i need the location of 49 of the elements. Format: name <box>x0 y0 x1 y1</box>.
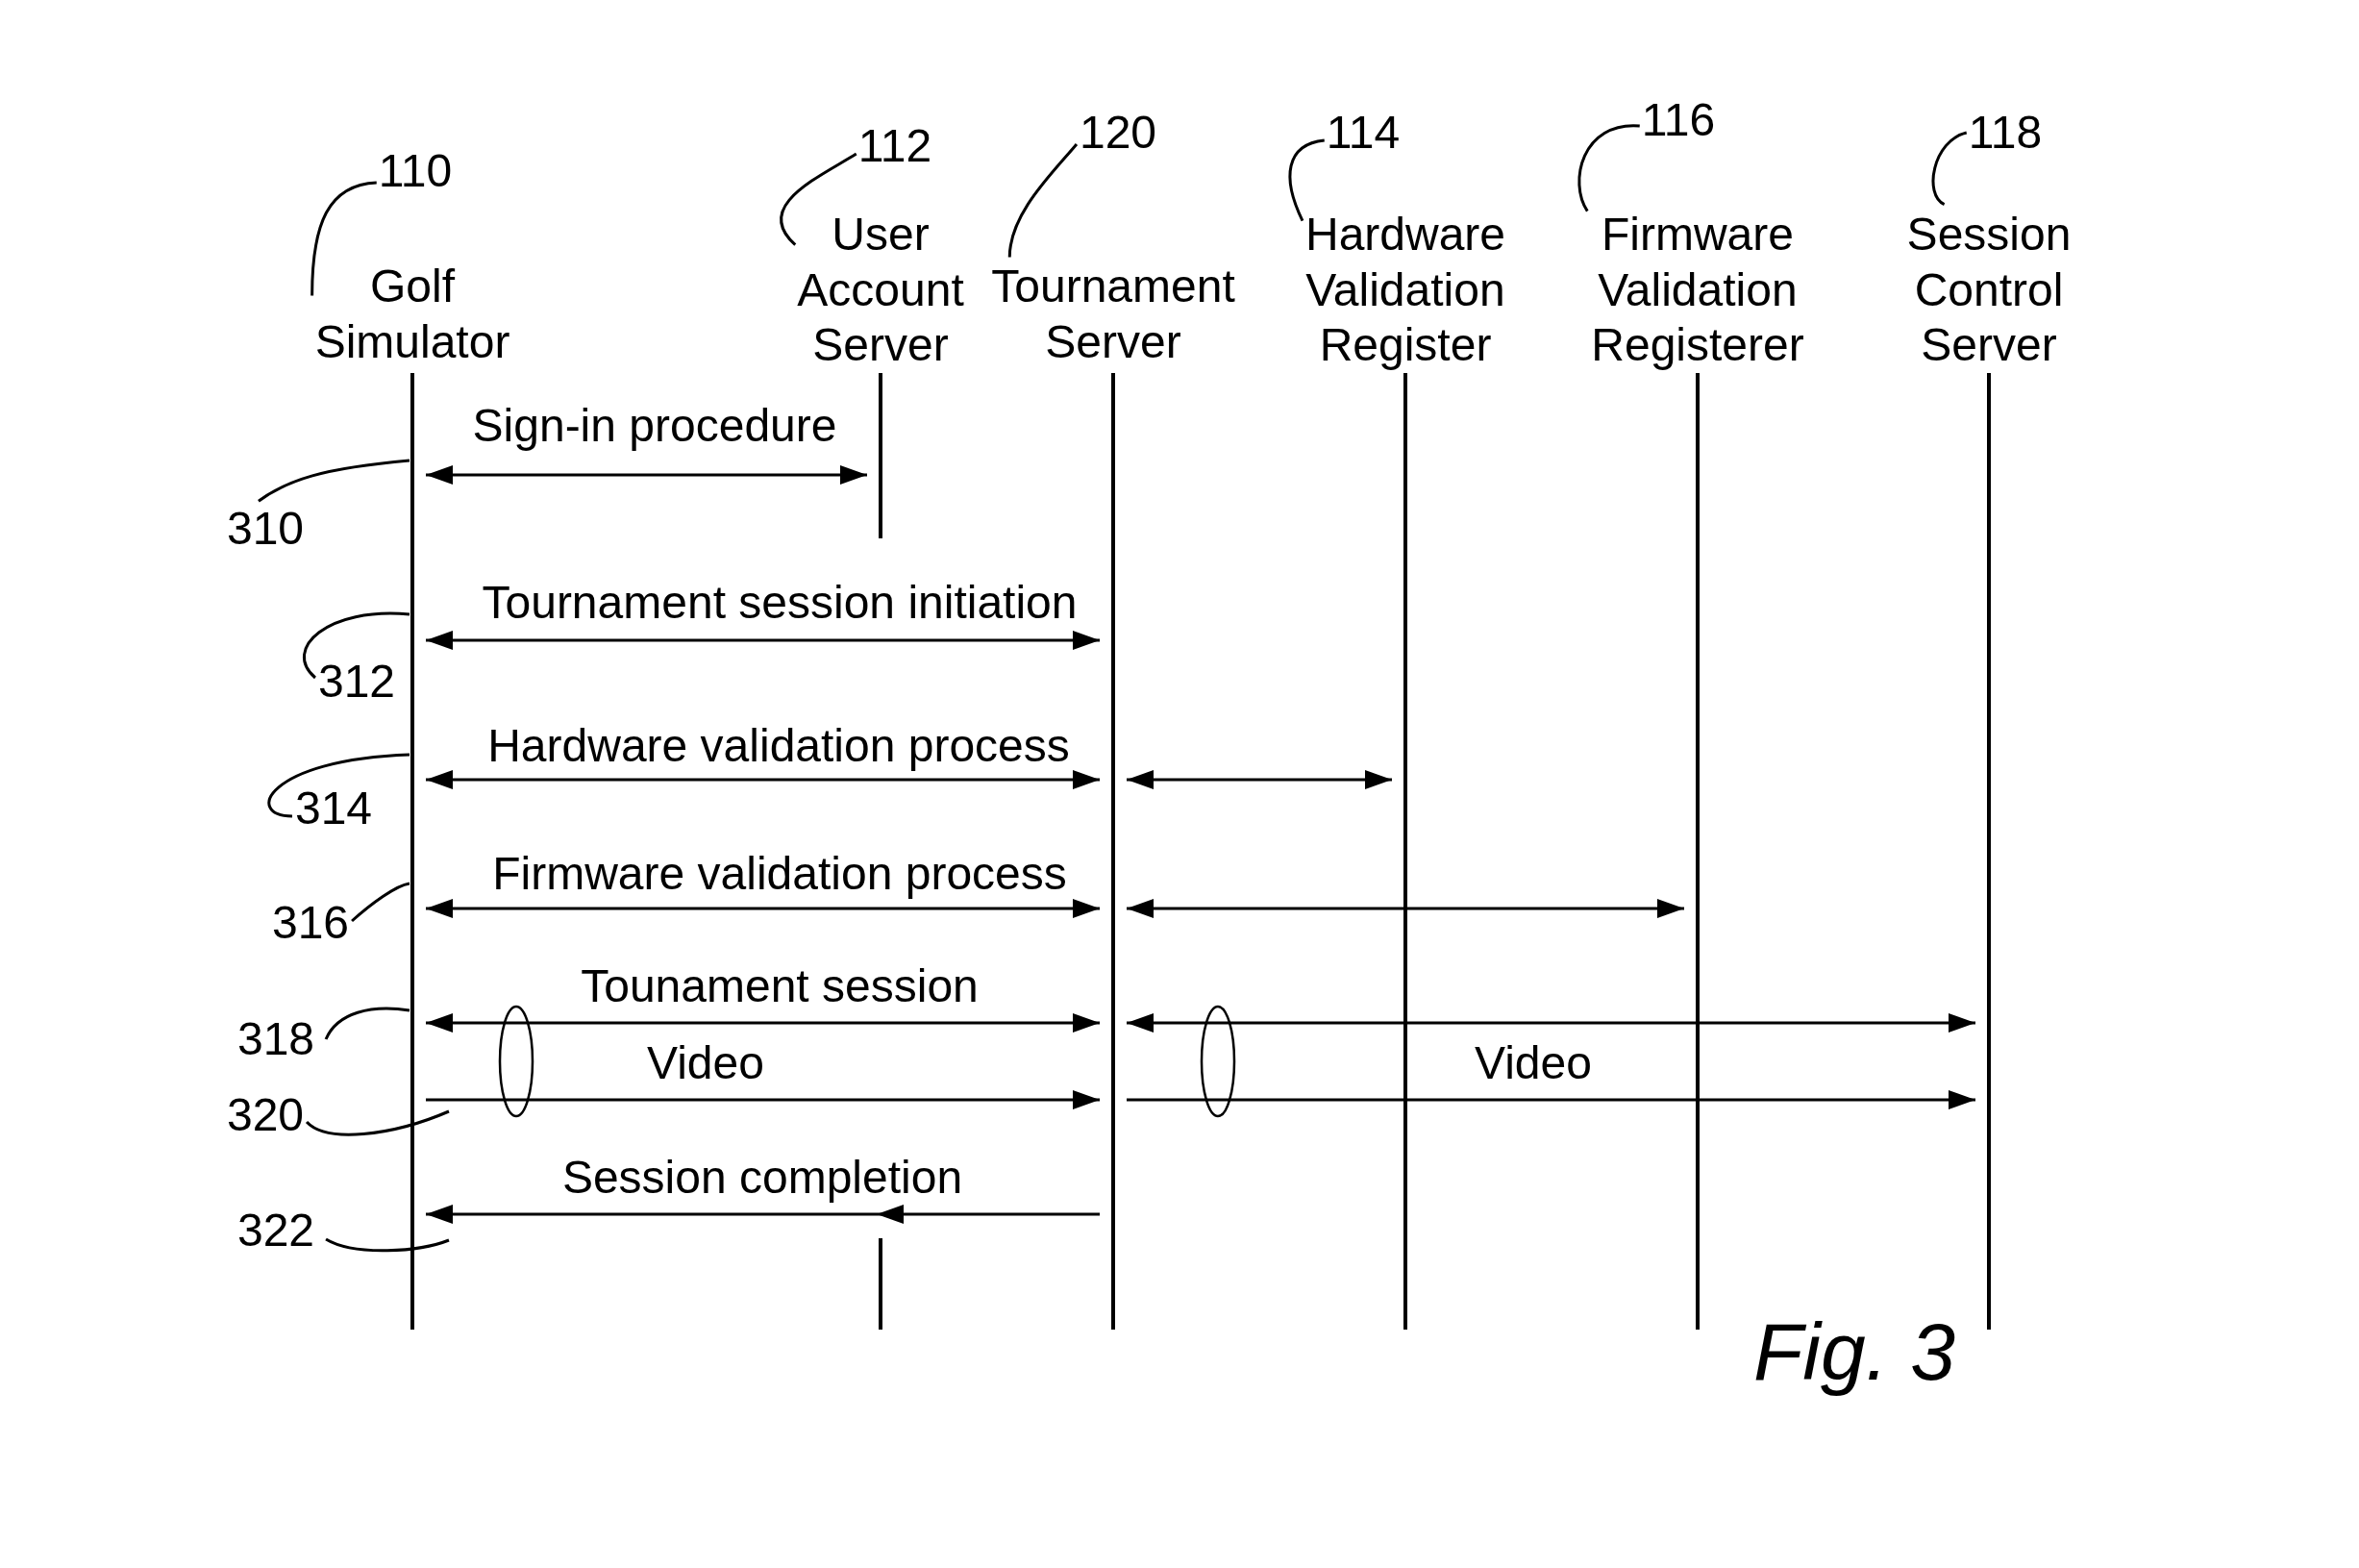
participant-label: Hardware Validation Register <box>1304 206 1506 373</box>
message-arrow <box>426 770 1100 789</box>
participant-label: Tournament Server <box>991 259 1235 370</box>
message-arrow <box>1127 1090 1975 1109</box>
reference-numeral: 114 <box>1326 105 1401 161</box>
reference-numeral: 314 <box>294 781 373 836</box>
figure-caption: Fig. 3 <box>1752 1305 1956 1399</box>
leader-line <box>1007 143 1079 258</box>
leader-line <box>324 1007 410 1040</box>
participant-label: Session Control Server <box>1906 206 2072 373</box>
reference-numeral: 116 <box>1641 92 1716 148</box>
reference-numeral: 312 <box>317 654 396 709</box>
message-arrow <box>426 1090 1100 1109</box>
leader-line <box>351 882 410 923</box>
leader-line <box>303 611 410 679</box>
reference-numeral: 318 <box>236 1011 315 1067</box>
leader-line <box>780 152 857 246</box>
message-arrow <box>426 899 1100 918</box>
lifeline <box>879 373 882 538</box>
reference-numeral: 310 <box>226 501 305 557</box>
message-arrow <box>426 465 867 485</box>
participant-label: Golf Simulator <box>314 259 510 370</box>
reference-numeral: 118 <box>1968 105 2043 161</box>
participant-label: Firmware Validation Registerer <box>1591 206 1804 373</box>
lifeline <box>1696 373 1700 1330</box>
participant-label: User Account Server <box>797 206 964 373</box>
leader-line <box>258 459 410 503</box>
reference-numeral: 120 <box>1079 105 1157 161</box>
reference-numeral: 316 <box>271 895 350 951</box>
leader-line <box>1577 124 1640 212</box>
leader-line <box>267 753 410 818</box>
message-arrow <box>1127 899 1684 918</box>
leader-line <box>325 1237 450 1253</box>
message-arrow <box>426 631 1100 650</box>
reference-numeral: 322 <box>236 1203 315 1258</box>
lifeline <box>410 373 414 1330</box>
lifeline <box>1111 373 1115 1330</box>
reference-numeral: 112 <box>857 118 932 174</box>
leader-line <box>1288 138 1325 222</box>
leader-line <box>1931 131 1968 206</box>
reference-numeral: 320 <box>226 1087 305 1143</box>
lifeline <box>879 1238 882 1330</box>
lifeline <box>1987 373 1991 1330</box>
leader-line <box>306 1109 450 1136</box>
reference-numeral: 110 <box>378 143 453 199</box>
message-arrow <box>426 1205 1100 1224</box>
leader-line <box>310 181 377 296</box>
message-arrow <box>1127 770 1392 789</box>
lifeline <box>1403 373 1407 1330</box>
